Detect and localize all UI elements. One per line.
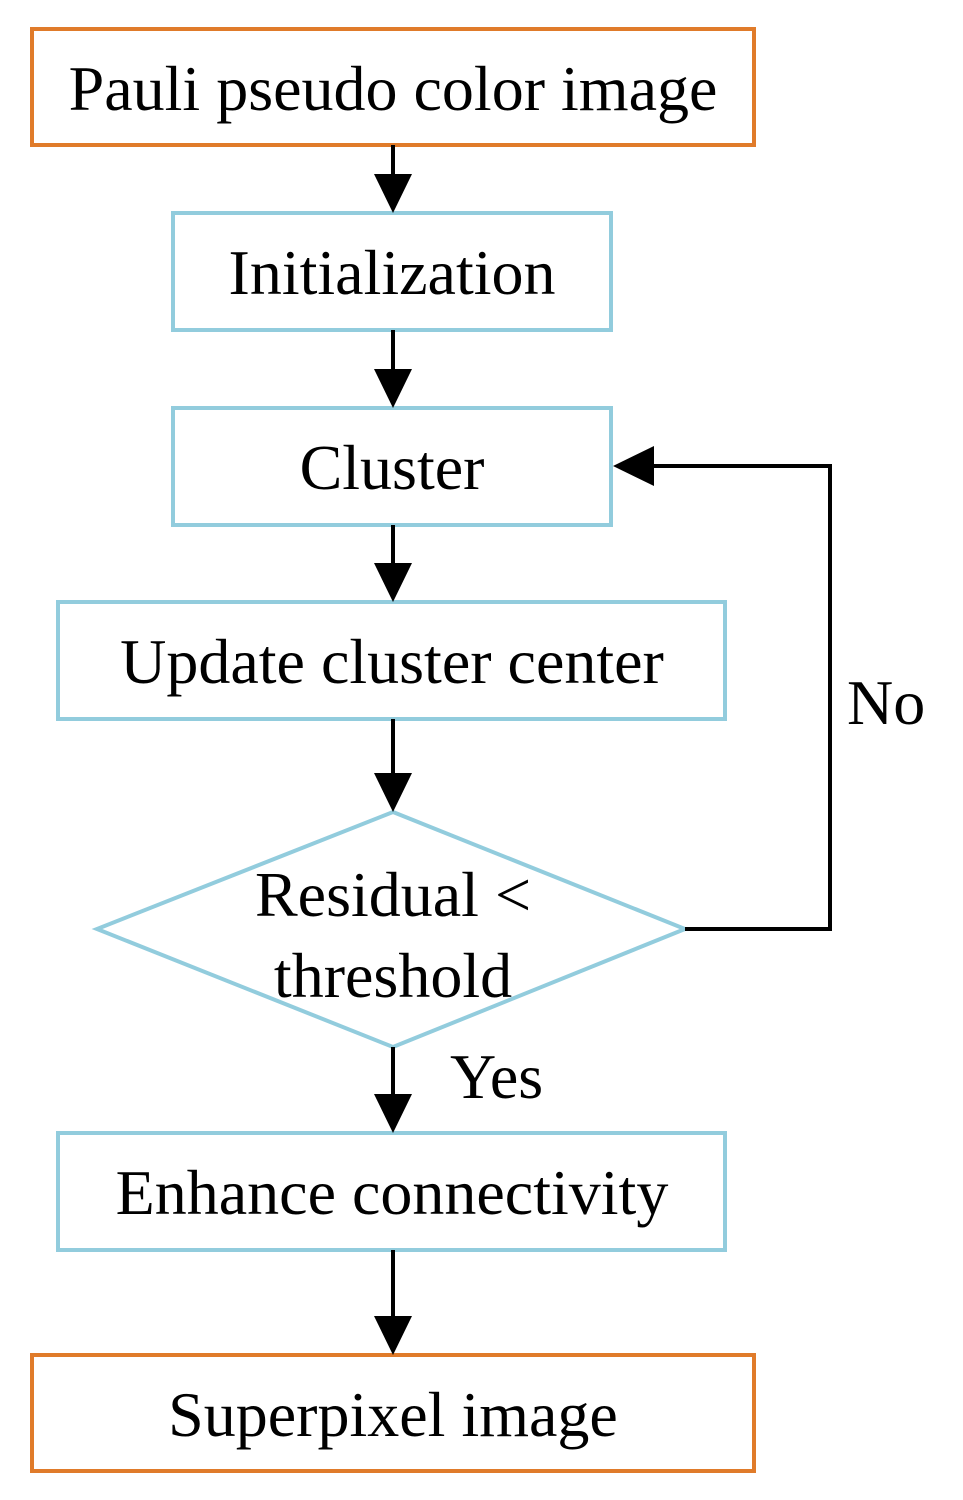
enhance-node-label: Enhance connectivity — [116, 1157, 669, 1228]
cluster-node-label: Cluster — [300, 432, 485, 503]
decision-node-label-line2: threshold — [274, 940, 512, 1011]
arrow-initialization-to-cluster — [374, 330, 412, 408]
start-node: Pauli pseudo color image — [30, 27, 756, 147]
end-node-label: Superpixel image — [168, 1379, 618, 1450]
arrow-cluster-to-update — [374, 525, 412, 602]
initialization-node-label: Initialization — [229, 237, 556, 308]
decision-node-label-line1: Residual < — [255, 859, 531, 930]
decision-node: Residual < threshold — [91, 809, 691, 1050]
start-node-label: Pauli pseudo color image — [69, 53, 718, 124]
update-node-label: Update cluster center — [120, 626, 664, 697]
cluster-node: Cluster — [171, 406, 613, 527]
arrow-decision-no-to-cluster — [613, 446, 832, 931]
edge-label-no: No — [847, 667, 925, 738]
initialization-node: Initialization — [171, 211, 613, 332]
arrow-start-to-initialization — [374, 145, 412, 213]
arrow-enhance-to-end — [374, 1250, 412, 1355]
enhance-node: Enhance connectivity — [56, 1131, 727, 1252]
arrow-decision-to-enhance — [374, 1047, 412, 1133]
end-node: Superpixel image — [30, 1353, 756, 1473]
edge-label-yes: Yes — [450, 1041, 543, 1112]
arrow-update-to-decision — [374, 719, 412, 812]
update-node: Update cluster center — [56, 600, 727, 721]
